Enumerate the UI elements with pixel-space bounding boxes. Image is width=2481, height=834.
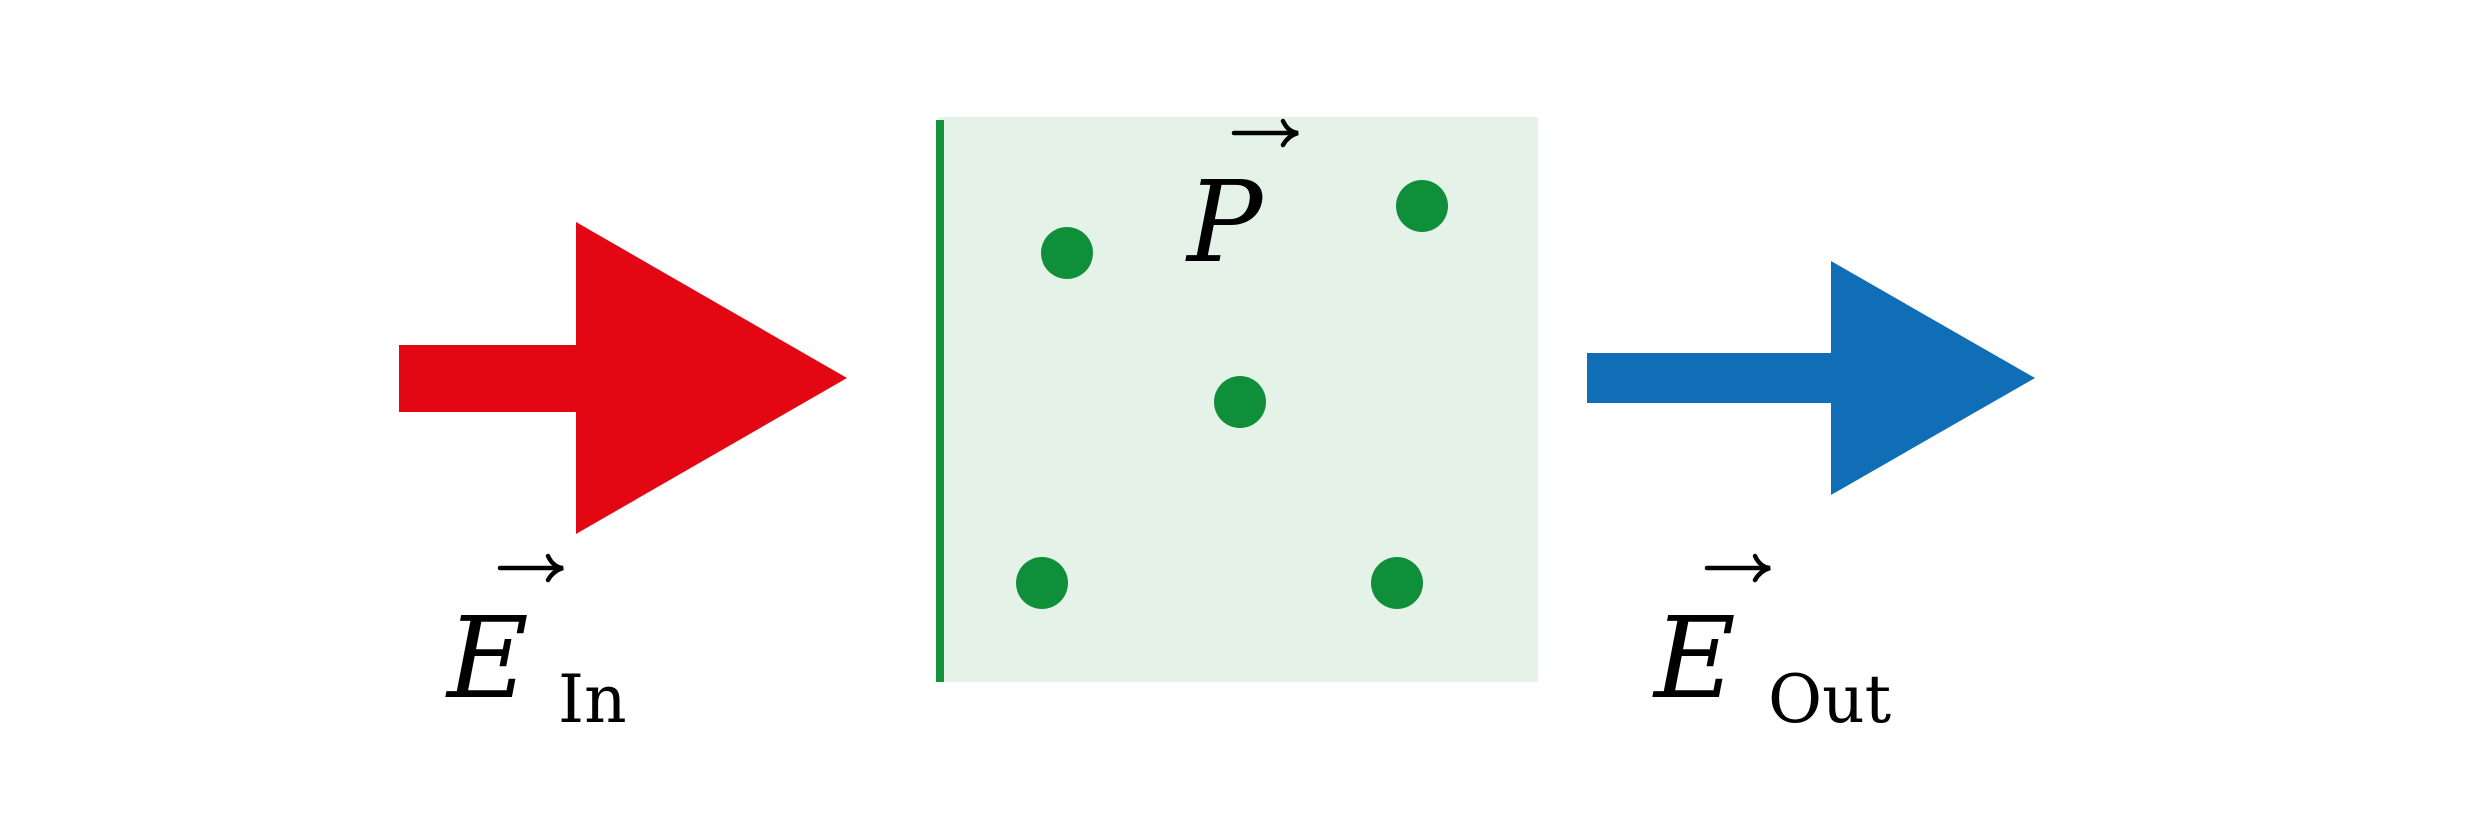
vector-arrow-icon	[1704, 553, 1771, 583]
dipole-dot	[1396, 180, 1448, 232]
incoming-field-arrow	[399, 222, 847, 534]
dipole-dot	[1041, 227, 1093, 279]
output-field-label: E Out	[1652, 553, 1891, 738]
vector-arrow-icon	[1231, 118, 1299, 148]
input-field-symbol: E	[445, 594, 529, 724]
dipole-dot	[1371, 557, 1423, 609]
dipole-dot	[1016, 557, 1068, 609]
dipole-dot	[1214, 376, 1266, 428]
output-field-symbol: E	[1652, 594, 1736, 724]
medium-boundary-line	[936, 120, 944, 682]
polarization-symbol: P	[1185, 158, 1264, 288]
input-field-subscript: In	[558, 661, 627, 738]
vector-arrow-icon	[497, 553, 564, 583]
dipole-group	[1016, 180, 1448, 609]
polarization-label: P	[1185, 118, 1299, 288]
outgoing-field-arrow	[1587, 261, 2035, 495]
output-field-subscript: Out	[1768, 661, 1891, 738]
input-field-label: E In	[445, 553, 627, 738]
